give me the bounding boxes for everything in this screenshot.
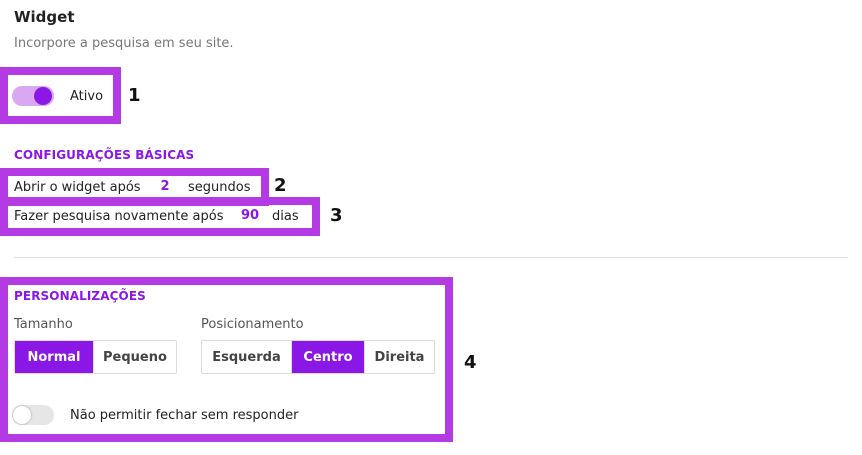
annotation-number-1: 1 (128, 85, 141, 106)
basic-settings-heading: CONFIGURAÇÕES BÁSICAS (14, 148, 195, 162)
size-small-button[interactable]: Pequeno (93, 341, 176, 373)
annotation-number-3: 3 (330, 205, 343, 226)
size-normal-button[interactable]: Normal (15, 341, 93, 373)
size-label: Tamanho (14, 317, 73, 332)
disallow-close-toggle[interactable] (12, 405, 54, 425)
annotation-box-3 (0, 197, 320, 236)
position-right-button[interactable]: Direita (364, 341, 434, 373)
page-title: Widget (14, 8, 75, 26)
resurvey-after-prefix: Fazer pesquisa novamente após (14, 209, 224, 224)
position-center-button[interactable]: Centro (291, 341, 364, 373)
annotation-box-1 (0, 67, 121, 124)
position-left-button[interactable]: Esquerda (212, 349, 281, 365)
toggle-knob (13, 406, 31, 424)
resurvey-after-suffix: dias (272, 209, 299, 224)
page-subtitle: Incorpore a pesquisa em seu site. (14, 36, 234, 51)
section-divider (14, 257, 848, 258)
toggle-knob (34, 87, 52, 105)
size-selector: Normal Pequeno (14, 340, 177, 374)
position-selector: Esquerda Centro Direita (201, 340, 435, 374)
annotation-number-4: 4 (464, 352, 477, 373)
disallow-close-label: Não permitir fechar sem responder (70, 408, 299, 423)
annotation-number-2: 2 (274, 175, 287, 196)
open-after-prefix: Abrir o widget após (14, 180, 141, 195)
open-after-seconds-input[interactable]: 2 (160, 179, 170, 194)
active-toggle-label: Ativo (70, 89, 104, 104)
customizations-heading: PERSONALIZAÇÕES (14, 289, 146, 303)
position-label: Posicionamento (201, 317, 304, 332)
active-toggle[interactable] (12, 86, 54, 106)
resurvey-after-days-input[interactable]: 90 (240, 208, 260, 223)
open-after-suffix: segundos (188, 180, 251, 195)
annotation-box-4 (0, 277, 453, 442)
